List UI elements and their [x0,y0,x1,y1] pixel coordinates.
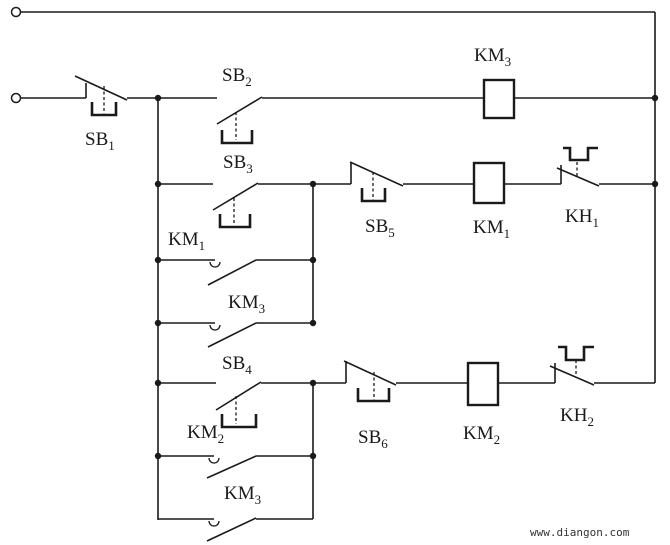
junction-dots [154,94,659,460]
power-lines [10,6,656,383]
label-sb2: SB2 [222,65,252,89]
label-km1-coil: KM1 [473,217,510,241]
kh2-overload-contact [549,345,595,386]
sb5-stop-button [349,161,404,203]
km3-coil [482,78,516,120]
km1-coil [472,161,506,205]
left-terminal [10,92,22,104]
row-km3-circuit [158,78,655,145]
sb1-stop-button [74,75,158,117]
label-km3-coil: KM3 [474,45,511,69]
label-sb3: SB3 [223,152,253,176]
row-km1-circuit [158,146,655,229]
label-km2-coil: KM2 [463,423,500,447]
km2-coil [466,361,500,407]
label-sb1: SB1 [85,129,115,153]
label-sb6: SB6 [358,427,388,451]
sb6-stop-button [343,360,397,403]
km2-holding-contact [158,455,313,479]
label-kh2: KH2 [560,405,594,429]
label-km2-contact: KM2 [187,422,224,446]
label-kh1: KH1 [565,206,599,230]
km3-contact-lower [158,517,313,542]
sb3-button [212,182,259,229]
label-km3-contact-a: KM3 [228,292,265,316]
kh1-overload-contact [556,146,600,187]
km1-holding-contact [158,259,313,286]
sb4-button [215,381,262,429]
label-sb4: SB4 [222,353,252,377]
row-km2-circuit [158,345,655,429]
label-km3-contact-b: KM3 [224,483,261,507]
label-sb5: SB5 [365,216,395,240]
label-km1-contact: KM1 [168,229,205,253]
km3-contact-upper [158,322,313,348]
top-terminal [10,6,22,18]
watermark: www.diangon.com [530,526,630,539]
sb2-button [216,96,263,145]
